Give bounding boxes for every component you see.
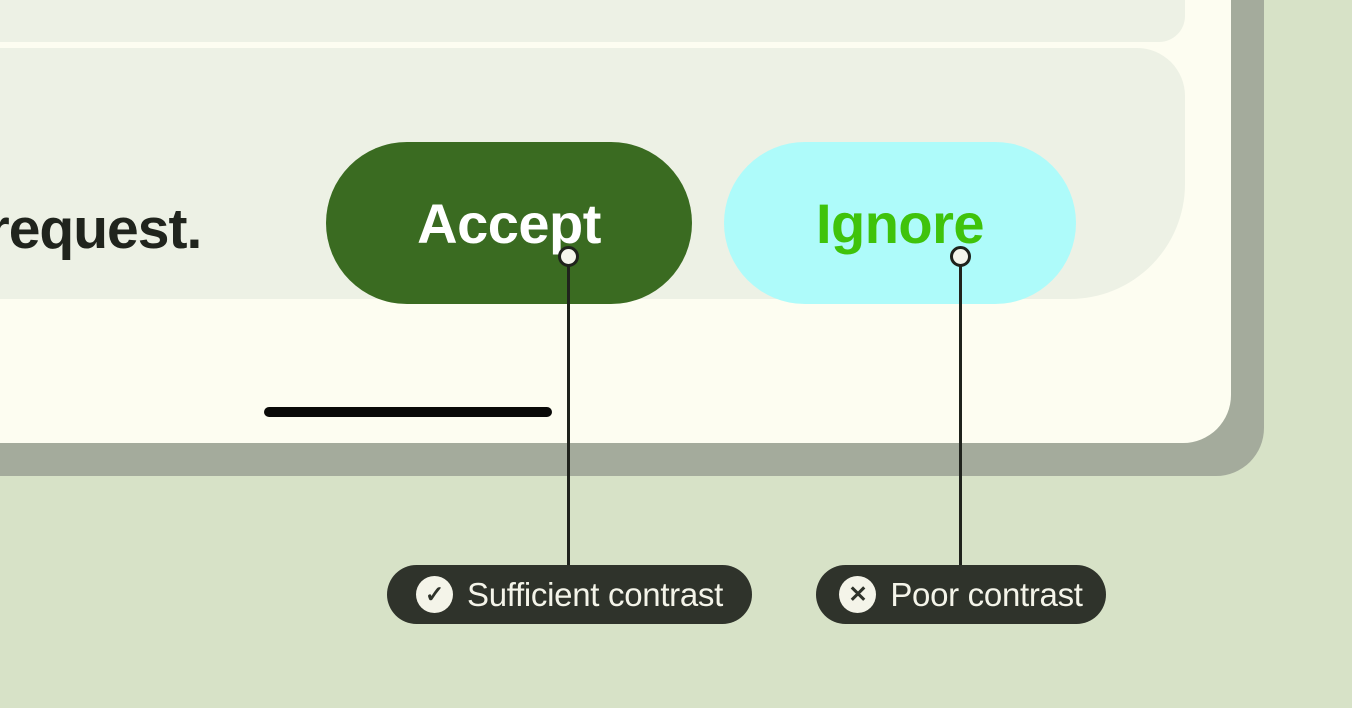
accept-button[interactable]: Accept [326, 142, 692, 304]
check-circle-icon: ✓ [416, 576, 453, 613]
home-indicator-bar [264, 407, 552, 417]
request-message-text: a request. [0, 197, 202, 261]
sufficient-contrast-label: Sufficient contrast [467, 575, 723, 613]
poor-contrast-badge: ✕ Poor contrast [816, 565, 1106, 624]
x-circle-icon: ✕ [839, 576, 877, 613]
request-panel: a request. Accept Ignore [0, 48, 1185, 304]
previous-card-fragment [0, 0, 1185, 42]
connector-line-sufficient [567, 256, 570, 567]
sufficient-contrast-badge: ✓ Sufficient contrast [387, 565, 752, 624]
connector-dot-poor [950, 246, 971, 267]
connector-line-poor [959, 256, 962, 567]
poor-contrast-label: Poor contrast [890, 575, 1083, 613]
connector-dot-sufficient [558, 246, 579, 267]
ignore-button[interactable]: Ignore [724, 142, 1076, 304]
